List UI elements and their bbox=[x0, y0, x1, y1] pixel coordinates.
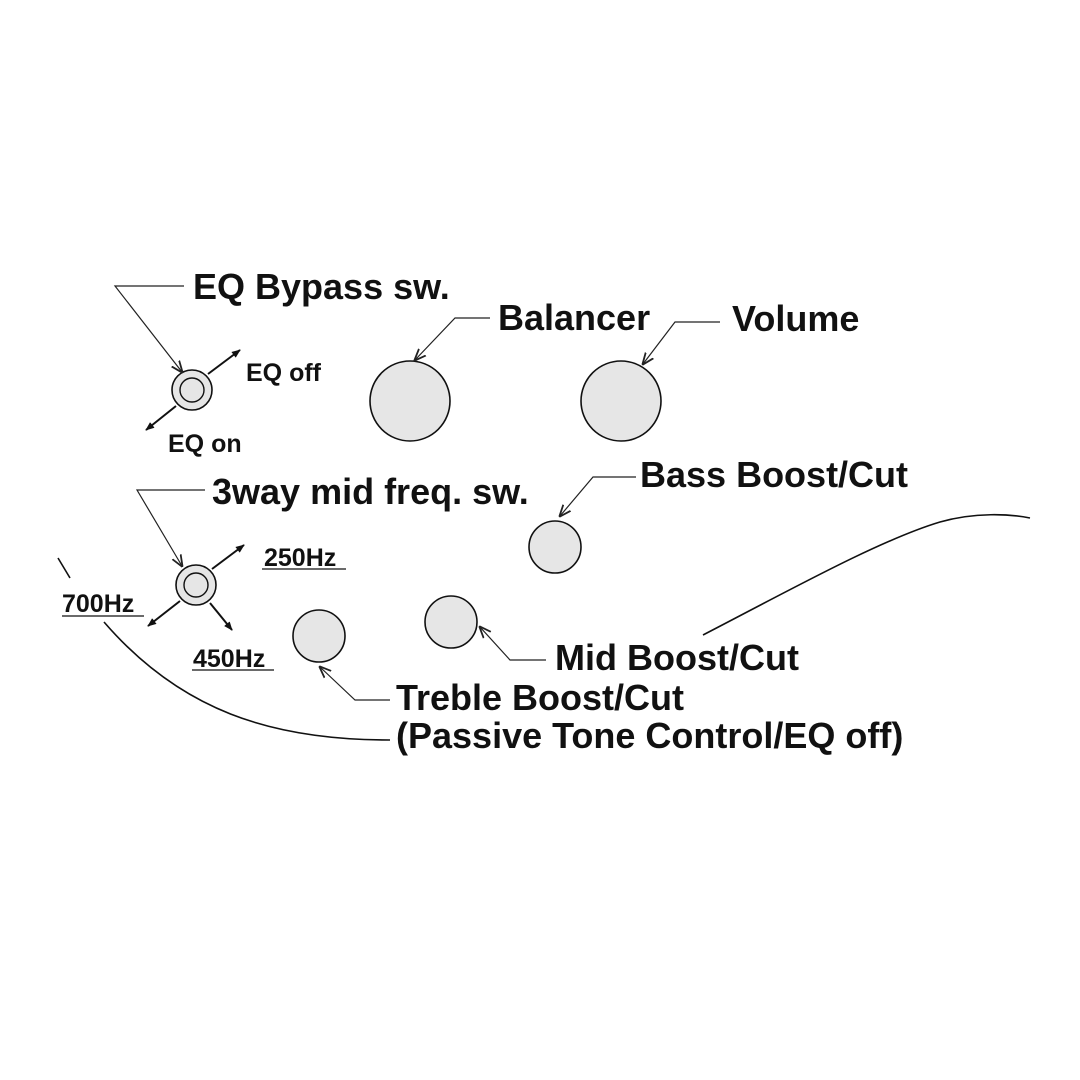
treble-note-label: (Passive Tone Control/EQ off) bbox=[396, 715, 903, 756]
mid-freq-switch[interactable] bbox=[175, 564, 217, 606]
bass-knob[interactable] bbox=[528, 520, 582, 574]
treble-knob[interactable] bbox=[292, 609, 346, 663]
eq-on-arrow-icon bbox=[145, 405, 177, 431]
balancer-knob[interactable] bbox=[369, 360, 451, 442]
mid-label: Mid Boost/Cut bbox=[555, 637, 799, 678]
freq-250-arrow-icon bbox=[211, 544, 245, 570]
mid-knob[interactable] bbox=[424, 595, 478, 649]
treble-label: Treble Boost/Cut bbox=[396, 677, 684, 718]
freq-450-label: 450Hz bbox=[193, 645, 265, 673]
volume-label: Volume bbox=[732, 298, 859, 339]
eq-on-label: EQ on bbox=[168, 430, 242, 458]
bass-leader bbox=[560, 476, 636, 516]
mid-freq-leader bbox=[135, 489, 205, 566]
bass-label: Bass Boost/Cut bbox=[640, 454, 908, 495]
mid-freq-switch-label: 3way mid freq. sw. bbox=[212, 471, 529, 512]
freq-700-arrow-icon bbox=[147, 600, 181, 627]
body-outline-right bbox=[702, 513, 1031, 636]
volume-leader bbox=[643, 321, 720, 364]
body-outline-left bbox=[57, 557, 391, 741]
eq-bypass-label: EQ Bypass sw. bbox=[193, 266, 450, 307]
eq-bypass-leader bbox=[113, 285, 184, 372]
eq-off-label: EQ off bbox=[246, 359, 322, 387]
freq-250-label: 250Hz bbox=[264, 544, 336, 572]
freq-450-arrow-icon bbox=[209, 602, 233, 631]
balancer-label: Balancer bbox=[498, 297, 650, 338]
freq-700-label: 700Hz bbox=[62, 590, 134, 618]
eq-off-arrow-icon bbox=[207, 349, 241, 375]
eq-bypass-switch[interactable] bbox=[171, 369, 213, 411]
volume-knob[interactable] bbox=[580, 360, 662, 442]
balancer-leader bbox=[415, 317, 490, 360]
mid-leader bbox=[480, 627, 546, 661]
treble-leader bbox=[320, 667, 390, 701]
